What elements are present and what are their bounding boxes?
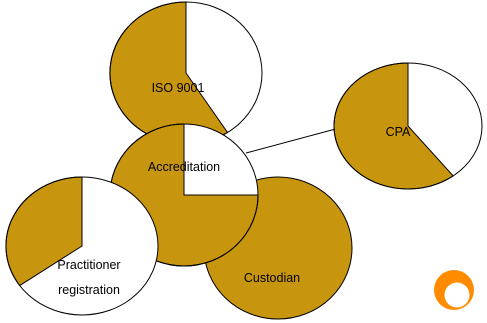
cpa-label: CPA [386,125,411,139]
practitioner-label-line1: Practitioner [57,258,120,272]
connector-line [245,126,344,154]
practitioner-outline [5,176,159,316]
accreditation-label: Accreditation [148,160,220,174]
custodian-label: Custodian [244,271,300,285]
circle-practitioner-registration: Practitioner registration [5,176,159,316]
circle-cpa: CPA [333,62,483,190]
cpa-outline [333,62,483,190]
circle-iso-9001: ISO 9001 [109,1,263,145]
practitioner-label-line2: registration [58,283,120,297]
orange-ring-logo-icon [434,270,474,310]
iso-label: ISO 9001 [152,81,205,95]
